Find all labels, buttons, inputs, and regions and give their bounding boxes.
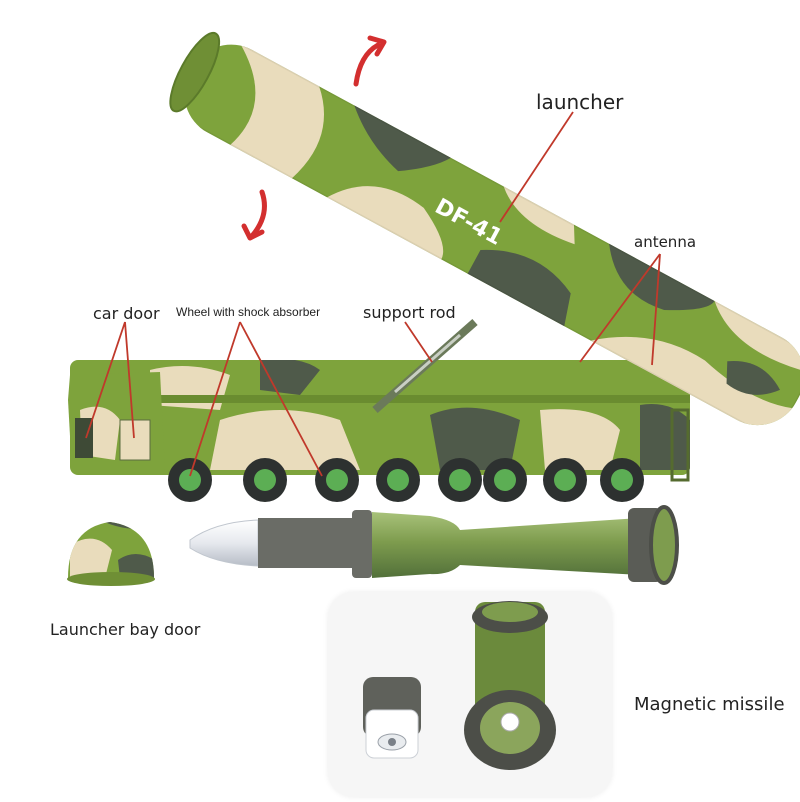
missile-base-closeup (464, 601, 556, 770)
magnetic-missile (189, 505, 679, 585)
label-launcher: launcher (536, 90, 624, 114)
missile-nose-closeup (363, 677, 421, 759)
launcher-truck (68, 318, 690, 502)
launch-tube: DF-41 (168, 28, 800, 441)
label-magnetic-missile: Magnetic missile (634, 694, 785, 715)
wheels (168, 458, 644, 502)
label-car-door: car door (93, 304, 160, 323)
missile-closeup-inset (328, 592, 612, 797)
label-wheel-shock-absorber: Wheel with shock absorber (176, 305, 321, 319)
label-antenna: antenna (634, 233, 697, 251)
rotation-arrows (241, 35, 387, 241)
launcher-bay-door (67, 522, 155, 586)
label-support-rod: support rod (363, 303, 456, 322)
label-launcher-bay-door: Launcher bay door (50, 620, 201, 639)
annotation-lines (85, 111, 661, 477)
